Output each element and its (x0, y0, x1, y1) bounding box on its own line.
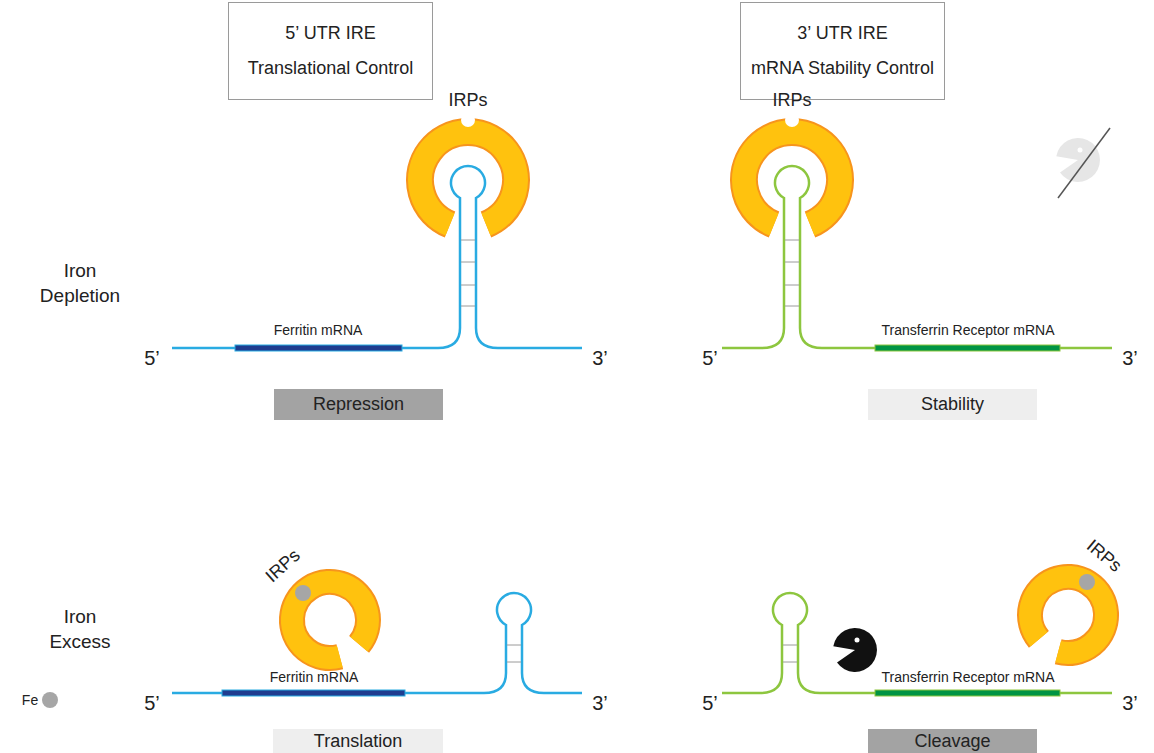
box-title: Stability (921, 394, 984, 415)
box-title: Repression (313, 394, 404, 415)
status-box: Stability (868, 389, 1037, 420)
mrna-label: Transferrin Receptor mRNA (882, 322, 1055, 338)
box-title: 3’ UTR IRE (797, 23, 887, 44)
box-subtitle: Translational Control (248, 58, 413, 79)
protein-label: IRPs (448, 90, 487, 111)
end-label: 5’ (702, 692, 718, 715)
mrna-label: Ferritin mRNA (270, 669, 359, 685)
row-label: Iron Excess (35, 605, 125, 654)
mrna-label: Transferrin Receptor mRNA (882, 669, 1055, 685)
header-box: 3’ UTR IRE mRNA Stability Control (740, 2, 945, 100)
transferrin-mrna-excess (722, 574, 1112, 696)
end-label: 3’ (592, 347, 608, 370)
box-title: Translation (314, 731, 402, 752)
end-label: 5’ (144, 347, 160, 370)
end-label: 5’ (702, 347, 718, 370)
ferritin-mrna-excess (42, 582, 582, 708)
ferritin-mrna-depletion (172, 113, 582, 351)
end-label: 3’ (592, 692, 608, 715)
box-subtitle: mRNA Stability Control (751, 58, 934, 79)
element-label: Fe (22, 692, 38, 708)
box-title: Cleavage (914, 731, 990, 752)
header-box: 5’ UTR IRE Translational Control (228, 2, 433, 100)
transferrin-mrna-depletion (722, 113, 1112, 351)
end-label: 3’ (1122, 692, 1138, 715)
box-title: 5’ UTR IRE (285, 23, 375, 44)
end-label: 3’ (1122, 347, 1138, 370)
status-box: Repression (274, 389, 443, 420)
row-label: Iron Depletion (35, 259, 125, 308)
mrna-label: Ferritin mRNA (274, 322, 363, 338)
status-box: Cleavage (868, 729, 1037, 753)
protein-label: IRPs (772, 90, 811, 111)
end-label: 5’ (144, 692, 160, 715)
status-box: Translation (273, 729, 443, 753)
